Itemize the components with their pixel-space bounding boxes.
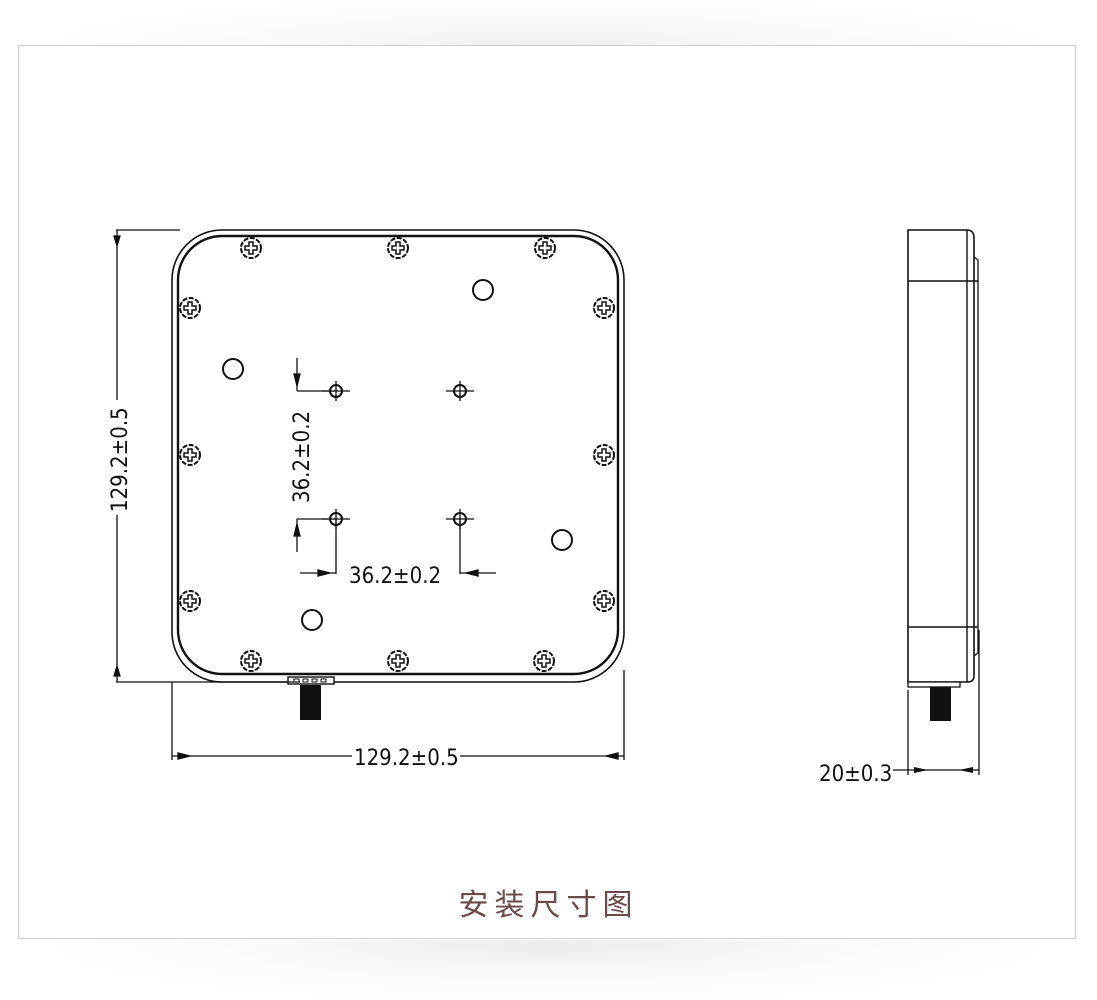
front-view: 129.2±0.5 129.2±0.5 36.2±0.2 xyxy=(104,229,625,771)
hole-spacing-vertical-label: 36.2±0.2 xyxy=(290,411,315,503)
side-view xyxy=(893,229,980,775)
figure-caption: 安装尺寸图 xyxy=(458,888,639,923)
screw-icon xyxy=(179,237,615,672)
antenna-outer-outline xyxy=(171,229,625,683)
card-shadow-top xyxy=(60,0,1037,46)
mounting-hole-icon xyxy=(321,380,475,530)
card-shadow-bottom xyxy=(60,940,1037,1000)
thickness-dimension-label: 20±0.3 xyxy=(819,762,892,787)
hole-spacing-horizontal-label: 36.2±0.2 xyxy=(349,564,441,589)
hole-spacing-vertical-dimension xyxy=(293,358,336,552)
height-dimension-label: 129.2±0.5 xyxy=(108,407,133,512)
width-dimension-label: 129.2±0.5 xyxy=(354,746,459,771)
plain-hole-icon xyxy=(222,279,573,631)
drawing-frame xyxy=(18,45,1076,939)
hole-spacing-horizontal-dimension xyxy=(300,519,496,577)
height-dimension xyxy=(113,229,300,683)
sma-connector-side-icon xyxy=(930,687,951,721)
sma-connector-icon xyxy=(287,676,335,720)
antenna-inner-outline xyxy=(176,234,620,676)
